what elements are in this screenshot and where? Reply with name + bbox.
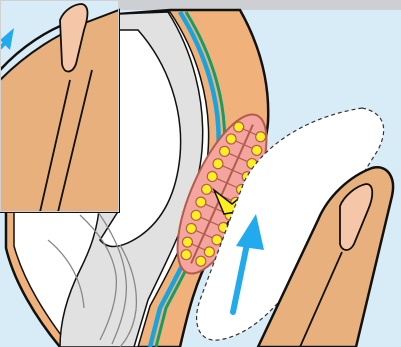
top-gray-strip	[119, 0, 401, 10]
inset-overview-panel	[0, 0, 119, 212]
